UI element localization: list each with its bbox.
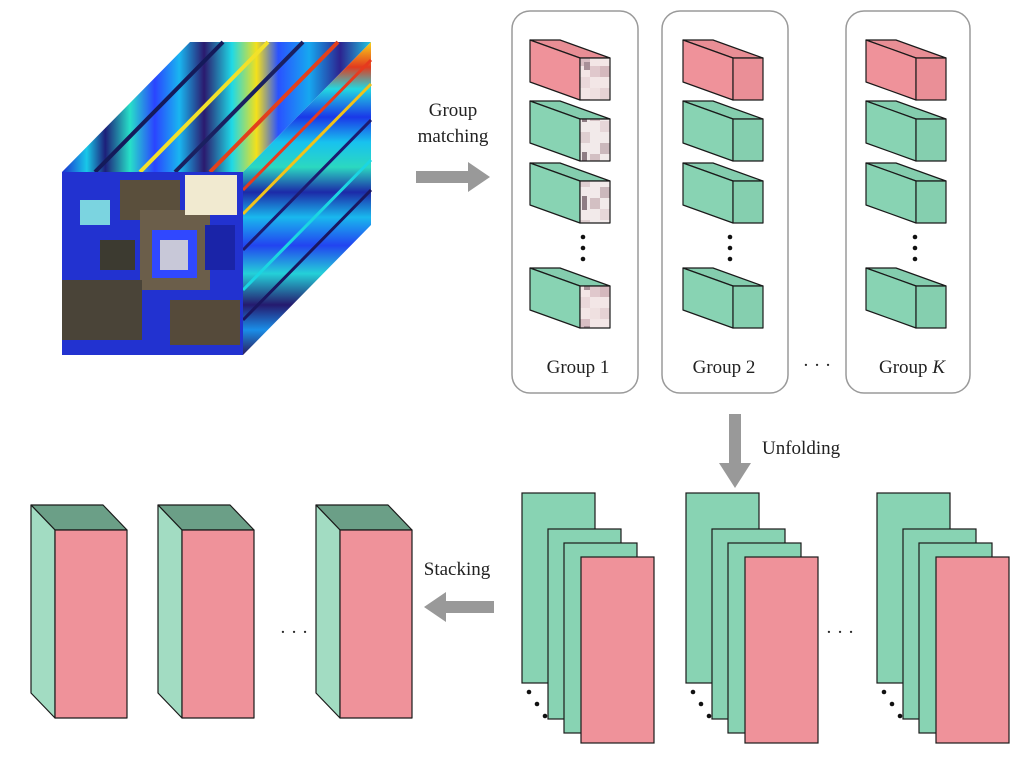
ellipsis-dot: [889, 701, 895, 707]
ellipsis-dot: [727, 234, 733, 240]
ellipsis-dot: [912, 256, 918, 262]
unfolded-matrix-stacks: [521, 492, 1010, 744]
tensors-ellipsis: · · ·: [280, 622, 308, 643]
patch-prism-g3-r2: [865, 100, 947, 162]
ellipsis-dot: [698, 701, 704, 707]
ellipsis-dot: [706, 713, 712, 719]
gray-arrow-left: [424, 592, 494, 622]
group-1-label: Group 1: [547, 357, 610, 378]
group-matching-step: Group matching: [416, 100, 490, 192]
prism-end-face: [915, 285, 947, 329]
cube-top-face: [62, 42, 371, 172]
prism-end-face: [579, 285, 611, 329]
gray-arrow-down: [719, 414, 751, 488]
patch-prism-g2-r3: [682, 162, 764, 224]
patch-prism-g2-r2: [682, 100, 764, 162]
cube-side-face: [243, 42, 371, 355]
patch-prism-g2-r1: [682, 39, 764, 101]
prism-end-face: [915, 180, 947, 224]
patch-prism-g1-r4: [529, 267, 611, 329]
ellipsis-dot: [912, 245, 918, 251]
group-k-box: Group K: [845, 10, 971, 394]
prism-end-face: [915, 57, 947, 101]
ellipsis-dot: [542, 713, 548, 719]
stacking-step: Stacking: [424, 559, 494, 622]
ellipsis-dot: [534, 701, 540, 707]
patch-prism-g1-r1: [529, 39, 611, 101]
patch-prisms: [529, 39, 947, 329]
unfolded-sheet-front: [580, 556, 655, 744]
prism-end-face: [579, 57, 611, 101]
tensor-front-face: [54, 529, 128, 719]
unfolded-sheet-front: [744, 556, 819, 744]
stacked-tensor-k: [315, 504, 413, 719]
group-k-label: Group K: [879, 357, 946, 378]
ellipsis-dot: [580, 245, 586, 251]
patch-prism-g3-r4: [865, 267, 947, 329]
group-matching-label-line2: matching: [418, 126, 489, 147]
tensor-side-face: [315, 504, 341, 719]
stacked-tensor-2: [157, 504, 255, 719]
tensor-front-face: [181, 529, 255, 719]
patch-prism-g3-r3: [865, 162, 947, 224]
tensor-side-face: [157, 504, 183, 719]
group-matching-label-line1: Group: [429, 100, 478, 121]
group-2-label: Group 2: [693, 357, 756, 378]
unfolded-stack-2: [685, 492, 819, 744]
groups-ellipsis: · · ·: [803, 355, 831, 376]
cube-front-face: [62, 172, 243, 355]
ellipsis-dot: [580, 256, 586, 262]
prism-end-face: [732, 180, 764, 224]
gray-arrow-right: [416, 162, 490, 192]
group-1-box: Group 1: [511, 10, 639, 394]
unfolded-stack-k: [876, 492, 1010, 744]
ellipsis-dot: [897, 713, 903, 719]
ellipsis-dot: [727, 256, 733, 262]
unfolding-label: Unfolding: [762, 438, 841, 459]
stacking-label: Stacking: [424, 559, 491, 580]
unfolded-sheet-front: [935, 556, 1010, 744]
stacked-tensor-1: [30, 504, 128, 719]
hyperspectral-cube: [62, 40, 373, 355]
ellipsis-dot: [690, 689, 696, 695]
tensor-side-face: [30, 504, 56, 719]
prism-end-face: [732, 57, 764, 101]
prism-end-face: [915, 118, 947, 162]
patch-prism-g1-r3: [529, 162, 611, 224]
unfolded-stack-1: [521, 492, 655, 744]
ellipsis-dot: [580, 234, 586, 240]
prism-end-face: [732, 285, 764, 329]
ellipsis-dot: [526, 689, 532, 695]
patch-prism-g2-r4: [682, 267, 764, 329]
prism-end-face: [579, 118, 611, 162]
ellipsis-dot: [912, 234, 918, 240]
patch-prism-g3-r1: [865, 39, 947, 101]
tensor-front-face: [339, 529, 413, 719]
patch-prism-g1-r2: [529, 100, 611, 162]
prism-end-face: [732, 118, 764, 162]
cube-top-streaks: [93, 40, 340, 174]
group-2-box: Group 2: [661, 10, 789, 394]
unfolded-ellipsis: · · ·: [826, 622, 854, 643]
ellipsis-dot: [727, 245, 733, 251]
cube-side-streaks: [241, 58, 373, 322]
stacked-tensors: [30, 504, 413, 719]
ellipsis-dot: [881, 689, 887, 695]
unfolding-step: Unfolding: [719, 414, 841, 488]
prism-end-face: [579, 180, 611, 224]
vertical-ellipses: [580, 234, 918, 262]
